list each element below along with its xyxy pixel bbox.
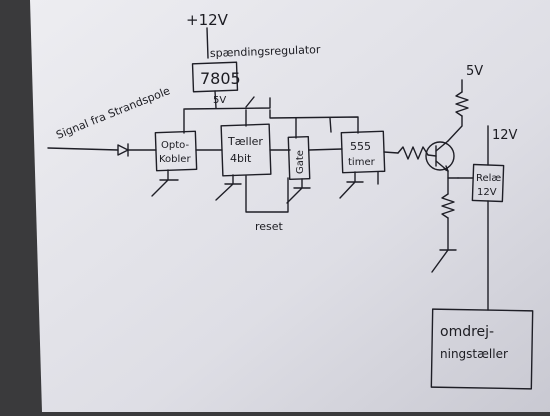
rpm-counter-section: omdrej- ningstæller (430, 308, 534, 390)
five-volt-bus (183, 108, 359, 139)
rpm-counter-line-1: omdrej- (440, 324, 494, 340)
counter-line-2: 4bit (230, 152, 252, 165)
collector-resistor (455, 91, 469, 117)
rpm-counter-box (430, 308, 534, 390)
transistor-section: 5V (397, 64, 483, 273)
rpm-counter-line-2: ningstæller (440, 347, 508, 361)
relay-line-2: 12V (477, 187, 497, 198)
opto-coupler-block: Opto- Kobler (151, 130, 223, 197)
emitter-resistor (441, 193, 455, 219)
timer-ground (339, 171, 364, 199)
regulator-chip-label: 7805 (200, 69, 241, 88)
emitter-ground (431, 249, 457, 273)
supply-label-top: +12V (186, 11, 229, 29)
relay-section: 12V Relæ 12V (457, 125, 518, 311)
counter-line-1: Tæller (227, 135, 263, 148)
paper-sheet (30, 0, 550, 412)
regulator-output-label: 5V (213, 95, 226, 106)
timer-line-1: 555 (350, 140, 371, 153)
opto-ground (151, 169, 179, 197)
base-resistor (397, 146, 429, 160)
timer-line-2: timer (348, 157, 376, 168)
regulator-section: +12V spændingsregulator 7805 5V (184, 11, 321, 110)
gate-ground (286, 178, 311, 204)
opto-line-2: Kobler (159, 154, 191, 165)
counter-block: Tæller 4bit reset (215, 123, 291, 233)
transistor-supply-label: 5V (466, 64, 483, 79)
transistor-symbol (425, 141, 455, 171)
counter-ground (215, 174, 242, 201)
reset-label: reset (255, 220, 284, 233)
relay-supply-label: 12V (492, 128, 518, 143)
gate-label: Gate (295, 150, 306, 174)
relay-line-1: Relæ (476, 173, 501, 184)
gate-block: Gate (286, 135, 343, 204)
timer-555-block: 555 timer (339, 130, 399, 199)
regulator-label: spændingsregulator (210, 43, 321, 60)
opto-line-1: Opto- (161, 140, 189, 151)
